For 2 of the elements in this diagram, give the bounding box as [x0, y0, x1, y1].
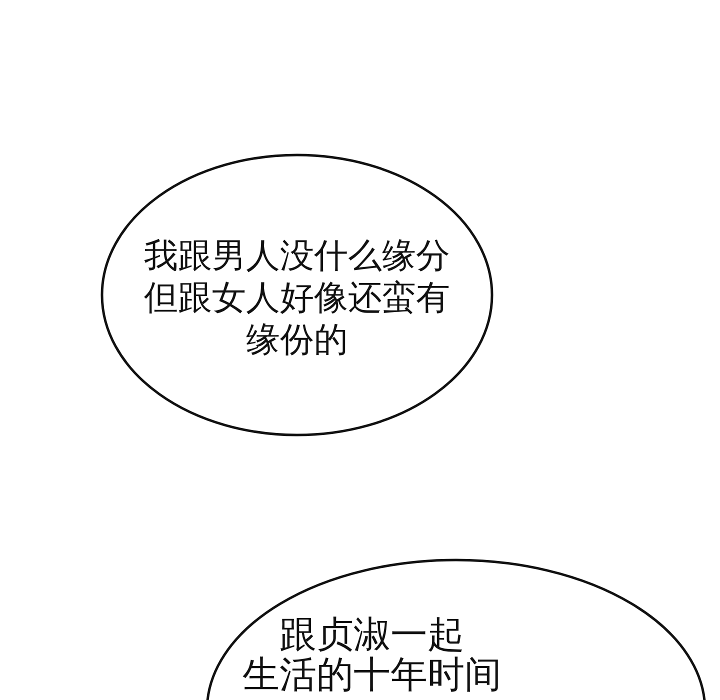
speech-text: 跟贞淑一起生活的十年时间 [242, 615, 502, 695]
speech-text: 我跟男人没什么缘分但跟女人好像还蛮有缘份的 [143, 236, 451, 361]
